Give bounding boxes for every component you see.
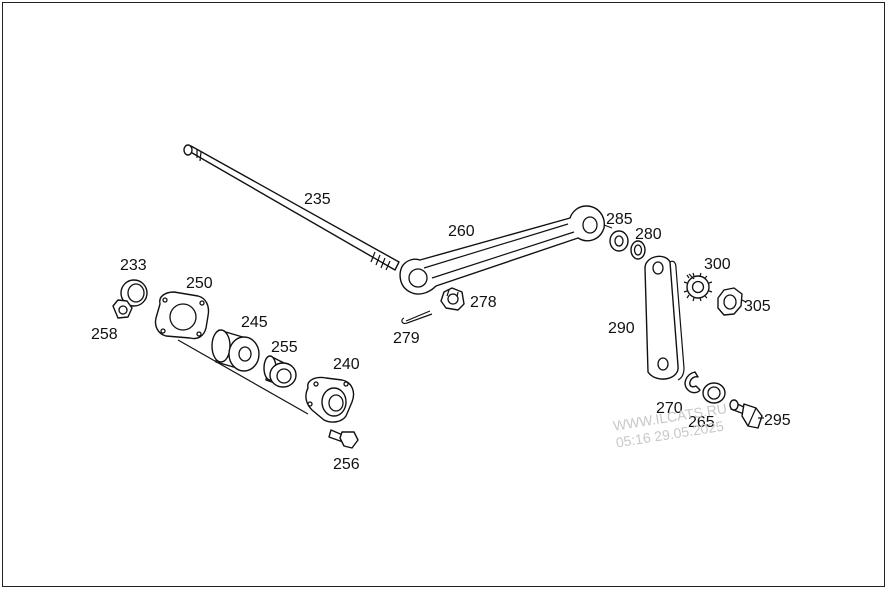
part-240-bearing-housing[interactable] (305, 376, 355, 423)
callout-285: 285 (606, 211, 633, 228)
part-250-flange-plate[interactable] (154, 291, 210, 340)
callout-265: 265 (688, 414, 715, 431)
callout-labels: 235 260 285 280 300 305 278 279 290 270 … (91, 191, 791, 473)
assembly-axis-line (177, 339, 309, 415)
callout-258: 258 (91, 326, 118, 343)
callout-240: 240 (333, 356, 360, 373)
callout-279: 279 (393, 330, 420, 347)
part-255-bushing[interactable] (263, 355, 297, 388)
callout-278: 278 (470, 294, 497, 311)
callout-245: 245 (241, 314, 268, 331)
callout-305: 305 (744, 298, 771, 315)
part-279-cotter-pin[interactable] (401, 310, 433, 325)
part-305-nut[interactable] (717, 287, 743, 316)
part-270-circlip[interactable] (684, 371, 701, 394)
callout-260: 260 (448, 223, 475, 240)
part-258-nut[interactable] (112, 299, 133, 319)
callout-290: 290 (608, 320, 635, 337)
part-235-shaft[interactable] (183, 144, 400, 271)
part-300-lock-washer[interactable] (683, 272, 713, 302)
part-278-castle-nut[interactable] (440, 287, 465, 311)
part-256-bolt[interactable] (328, 429, 359, 449)
callout-233: 233 (120, 257, 147, 274)
part-280-bushing[interactable] (630, 240, 646, 260)
callout-235: 235 (304, 191, 331, 208)
part-285-washer[interactable] (609, 230, 629, 252)
callout-270: 270 (656, 400, 683, 417)
part-265-bushing[interactable] (702, 382, 726, 404)
part-245-bushing[interactable] (211, 329, 260, 372)
callout-250: 250 (186, 275, 213, 292)
diagram-frame (2, 2, 885, 587)
callout-300: 300 (704, 256, 731, 273)
part-295-bolt[interactable] (729, 399, 763, 429)
part-233-ring[interactable] (120, 279, 148, 307)
callout-295: 295 (764, 412, 791, 429)
callout-256: 256 (333, 456, 360, 473)
part-260-lever-arm[interactable] (399, 205, 605, 295)
callout-280: 280 (635, 226, 662, 243)
leader-lines (603, 224, 764, 419)
callout-255: 255 (271, 339, 298, 356)
part-290-link-plate[interactable] (644, 255, 685, 381)
